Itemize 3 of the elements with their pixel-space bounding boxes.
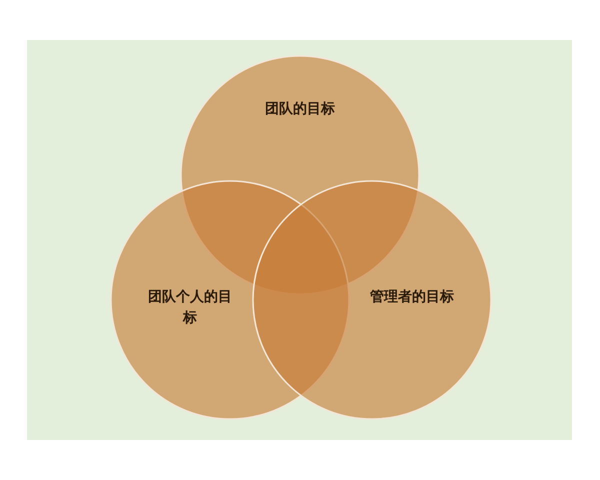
circle-label: 团队个人的目标 — [147, 288, 233, 328]
circle-label: 团队的目标 — [264, 100, 336, 119]
circle-label: 管理者的目标 — [369, 288, 455, 307]
